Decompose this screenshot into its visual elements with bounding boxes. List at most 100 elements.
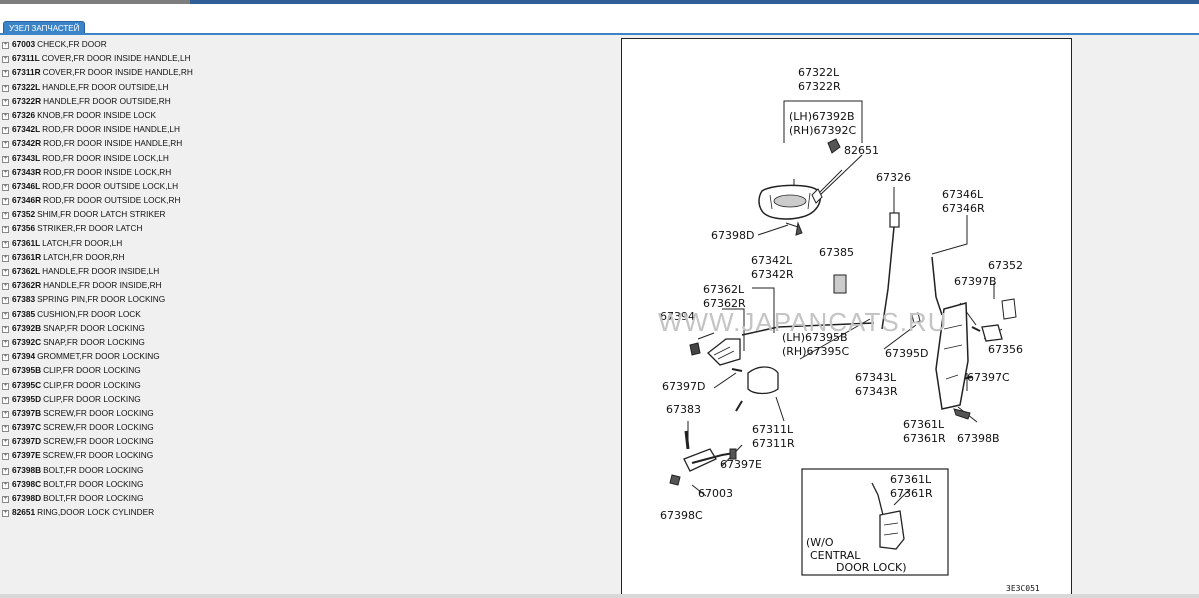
part-description: SPRING PIN,FR DOOR LOCKING: [37, 294, 166, 305]
label-67394: 67394: [660, 310, 695, 323]
label-67343L: 67343L: [855, 371, 897, 384]
expand-plus-icon[interactable]: +: [2, 297, 9, 305]
expand-plus-icon[interactable]: +: [2, 382, 9, 390]
expand-plus-icon[interactable]: +: [2, 254, 9, 262]
expand-plus-icon[interactable]: +: [2, 127, 9, 135]
screw-shape: [735, 400, 743, 412]
expand-plus-icon[interactable]: +: [2, 169, 9, 177]
part-description: ROD,FR DOOR OUTSIDE LOCK,RH: [43, 195, 181, 206]
label-67322L: 67322L: [798, 66, 840, 79]
expand-plus-icon[interactable]: +: [2, 467, 9, 475]
label-67395D: 67395D: [885, 347, 928, 360]
part-code: 67311L: [12, 53, 40, 64]
expand-plus-icon[interactable]: +: [2, 226, 9, 234]
expand-plus-icon[interactable]: +: [2, 283, 9, 291]
part-code: 67362R: [12, 280, 42, 291]
part-code: 67398D: [12, 493, 42, 503]
bottom-scrollbar[interactable]: [0, 594, 1199, 598]
expand-plus-icon[interactable]: +: [2, 141, 9, 149]
expand-plus-icon[interactable]: +: [2, 112, 9, 120]
expand-plus-icon[interactable]: +: [2, 453, 9, 461]
expand-plus-icon[interactable]: +: [2, 425, 9, 433]
label-67398C: 67398C: [660, 509, 703, 522]
part-code: 67343R: [12, 166, 42, 177]
expand-plus-icon[interactable]: +: [2, 98, 9, 106]
expand-plus-icon[interactable]: +: [2, 481, 9, 489]
part-description: LATCH,FR DOOR,RH: [43, 251, 125, 262]
label-67346L: 67346L: [942, 188, 984, 201]
part-description: HANDLE,FR DOOR OUTSIDE,RH: [43, 95, 171, 106]
parts-diagram: 67322L 67322R (LH)67392B (RH)67392C 8265…: [621, 38, 1072, 596]
expand-plus-icon[interactable]: +: [2, 510, 9, 518]
part-code: 67361L: [12, 237, 41, 248]
label-82651: 82651: [844, 144, 879, 157]
part-code: 67383: [12, 294, 36, 305]
label-67385: 67385: [819, 246, 854, 259]
grommet-shape: [689, 342, 701, 356]
expand-plus-icon[interactable]: +: [2, 439, 9, 447]
inset-note-line2: CENTRAL: [810, 549, 861, 562]
expand-plus-icon[interactable]: +: [2, 56, 9, 64]
expand-plus-icon[interactable]: +: [2, 212, 9, 220]
expand-plus-icon[interactable]: +: [2, 198, 9, 206]
part-description: ROD,FR DOOR INSIDE HANDLE,RH: [43, 138, 183, 149]
expand-plus-icon[interactable]: +: [2, 354, 9, 362]
expand-plus-icon[interactable]: +: [2, 70, 9, 78]
tab-parts-assembly[interactable]: УЗЕЛ ЗАПЧАСТЕЙ: [3, 21, 86, 35]
expand-plus-icon[interactable]: +: [2, 269, 9, 276]
expand-plus-icon[interactable]: +: [2, 410, 9, 418]
expand-plus-icon[interactable]: +: [2, 155, 9, 163]
label-67392B: (LH)67392B: [789, 110, 855, 123]
part-description: SHIM,FR DOOR LATCH STRIKER: [37, 209, 166, 220]
expand-plus-icon[interactable]: +: [2, 339, 9, 347]
expand-plus-icon[interactable]: +: [2, 84, 9, 92]
expand-plus-icon[interactable]: +: [2, 325, 9, 333]
expand-plus-icon[interactable]: +: [2, 496, 9, 503]
expand-plus-icon[interactable]: +: [2, 183, 9, 191]
part-code: 67346R: [12, 195, 42, 206]
lock-rod-shape: [881, 226, 895, 330]
expand-plus-icon[interactable]: +: [2, 368, 9, 376]
ring-shape: [811, 188, 823, 204]
expand-plus-icon[interactable]: +: [2, 311, 9, 319]
part-description: SCREW,FR DOOR LOCKING: [42, 450, 154, 461]
expand-plus-icon[interactable]: +: [2, 42, 9, 49]
expand-plus-icon[interactable]: +: [2, 240, 9, 248]
expand-plus-icon[interactable]: +: [2, 396, 9, 404]
door-check-shape: [683, 448, 737, 472]
